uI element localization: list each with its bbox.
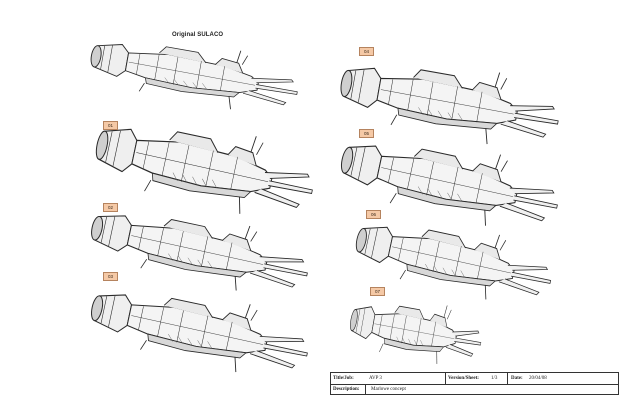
ship-variant-01 <box>88 103 322 229</box>
variant-tag-04: 04 <box>359 47 374 56</box>
variant-tag-07: 07 <box>370 287 385 296</box>
ship-variant-03 <box>84 271 316 387</box>
title-block: Title/Job: AVP 3 Version/Sheet: 1/3 Date… <box>330 372 619 395</box>
version-sheet-label: Version/Sheet: <box>448 376 479 381</box>
ship-variant-07 <box>345 288 487 372</box>
ship-variant-05 <box>334 122 566 240</box>
title-block-row-2: Description: Marlowe concept <box>331 384 618 395</box>
variant-tag-02: 02 <box>103 203 118 212</box>
title-block-row-1: Title/Job: AVP 3 Version/Sheet: 1/3 Date… <box>331 373 618 385</box>
description-value: Marlowe concept <box>371 387 406 392</box>
title-job-value: AVP 3 <box>369 376 382 381</box>
variant-tag-03: 03 <box>103 272 118 281</box>
title-job-label: Title/Job: <box>333 376 354 381</box>
divider <box>445 373 446 384</box>
variant-tag-06: 06 <box>366 210 381 219</box>
description-label: Description: <box>333 387 360 392</box>
date-label: Date: <box>511 376 523 381</box>
variant-tag-01: 01 <box>103 121 118 130</box>
variant-tag-05: 05 <box>359 129 374 138</box>
divider <box>507 373 508 384</box>
divider <box>365 384 366 395</box>
date-value: 20/04/08 <box>529 376 547 381</box>
ship-variant-04 <box>334 45 566 157</box>
ship-original-sulaco <box>85 24 304 121</box>
ship-variant-02 <box>85 193 315 305</box>
version-sheet-value: 1/3 <box>491 376 498 381</box>
sheet-caption: Original SULACO <box>172 32 224 38</box>
